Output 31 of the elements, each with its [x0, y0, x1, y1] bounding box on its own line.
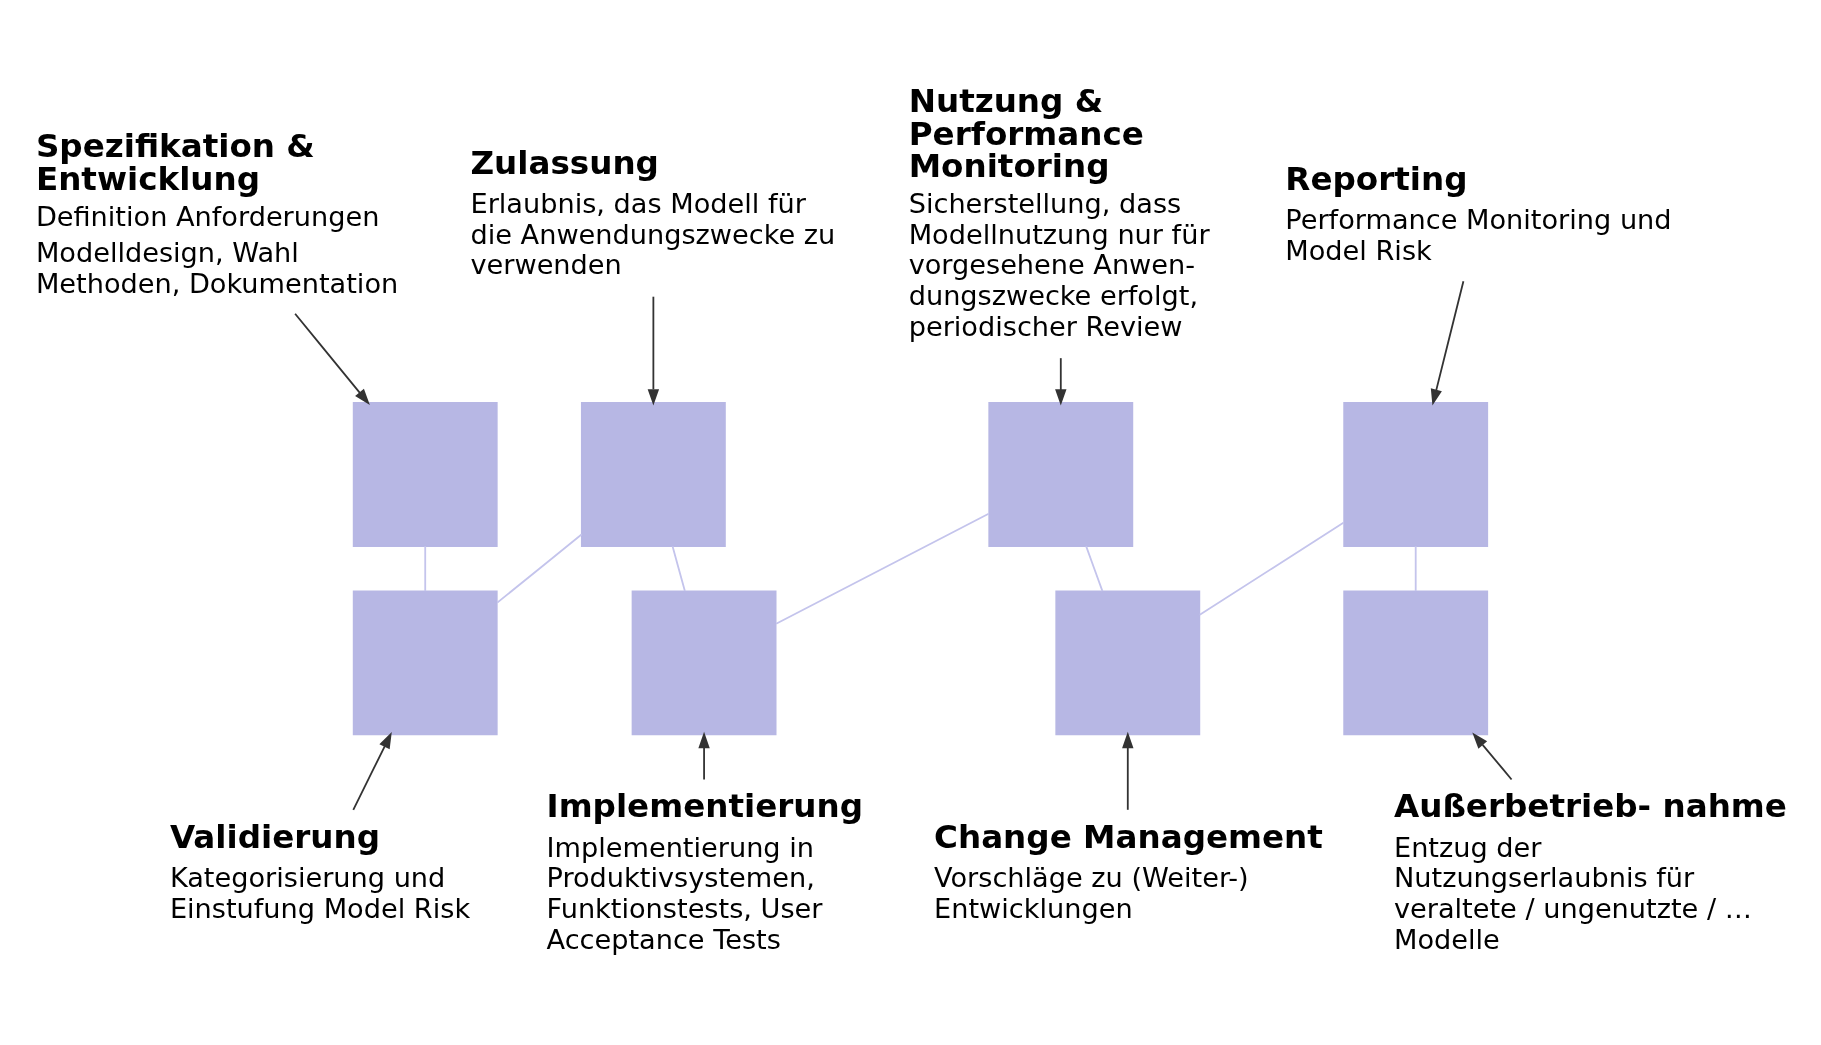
- node-text: Spezifikation & Entwicklung Definition Anforderungen Modelldesign, Wahl Methoden, Dokumentation: [35, 127, 399, 299]
- connector: [1414, 545, 1417, 592]
- connector: [1198, 521, 1345, 616]
- node-box: [1343, 402, 1489, 547]
- connector: [1085, 545, 1104, 592]
- connector: [671, 545, 686, 592]
- node-box: [352, 590, 498, 736]
- arrow: [1055, 357, 1067, 406]
- arrow: [1430, 280, 1465, 406]
- connector: [775, 512, 990, 625]
- node-text: Change Management Vorschläge zu (Weiter-) Entwicklungen: [934, 818, 1323, 925]
- arrow: [698, 731, 710, 781]
- connector: [424, 545, 427, 592]
- node-box: [631, 590, 777, 736]
- node-box: [1343, 590, 1489, 736]
- node-box: [988, 402, 1134, 547]
- node-box: [1055, 590, 1201, 736]
- arrow: [294, 312, 370, 406]
- node-text: Validierung Kategorisierung und Einstufung Model Risk: [169, 818, 471, 925]
- node-text: Reporting Performance Monitoring und Model Risk: [1285, 160, 1672, 266]
- node-text: Zulassung Erlaubnis, das Modell für die Anwendungszwecke zu verwenden: [470, 143, 836, 281]
- arrow: [352, 732, 392, 811]
- node-text: Implementierung Implementierung in Produktivsystemen, Funktionstests, User Acceptance Tests: [546, 787, 864, 955]
- node-box: [580, 402, 726, 547]
- arrow: [1122, 731, 1134, 811]
- connector: [496, 533, 583, 604]
- node-box: [352, 402, 498, 547]
- arrow: [1472, 732, 1513, 781]
- node-text: Außerbetrieb- nahme Entzug der Nutzungserlaubnis für veraltete / ungenutzte / … Modelle: [1393, 787, 1787, 955]
- arrow: [647, 295, 660, 406]
- node-text: Nutzung & Performance Monitoring Sicherstellung, dass Modellnutzung nur für vorgesehene Anwen- dungszwecke erfolgt, periodischer Review: [908, 82, 1210, 342]
